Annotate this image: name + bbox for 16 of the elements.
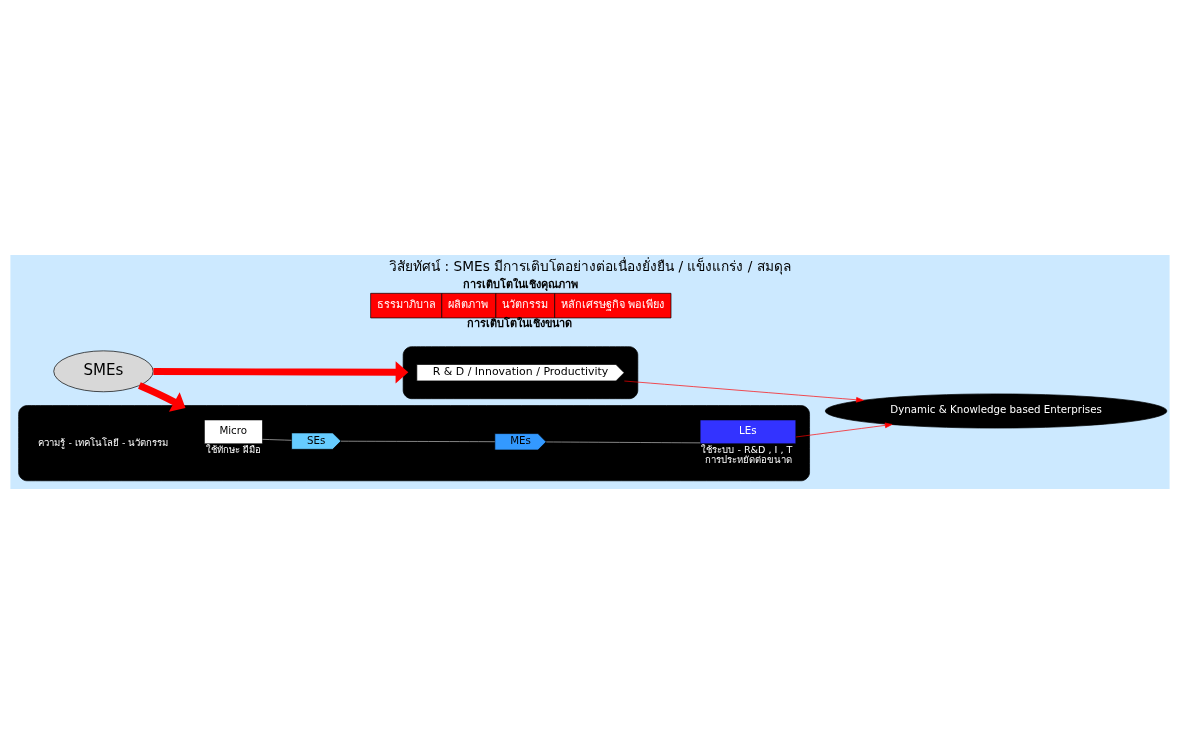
diagram-title: วิสัยทัศน์ : SMEs มีการเติบโตอย่างต่อเนื่องยั่งยืน / แข็งแกร่ง / สมดุล <box>389 258 791 275</box>
arrow <box>795 422 893 438</box>
arrow <box>153 361 409 384</box>
cluster <box>402 346 639 399</box>
node-label: ใช้ระบบ - R&D , I , T การประหยัดต่อขนาด <box>701 443 793 466</box>
node-label: การเติบโตในเชิงขนาด <box>467 317 573 331</box>
node-label: ใช้ทักษะ ฝีมือ <box>205 443 261 455</box>
arrow <box>624 380 864 403</box>
label: ความรู้ - เทคโนโลยี - นวัตกรรม <box>38 436 169 448</box>
cluster <box>18 405 810 482</box>
connector <box>340 440 496 443</box>
node-label: การเติบโตในเชิงคุณภาพ <box>462 277 578 291</box>
connector <box>545 441 701 444</box>
connector <box>262 439 292 441</box>
arrow <box>138 382 186 412</box>
node-ellipse: SMEs <box>53 350 154 393</box>
